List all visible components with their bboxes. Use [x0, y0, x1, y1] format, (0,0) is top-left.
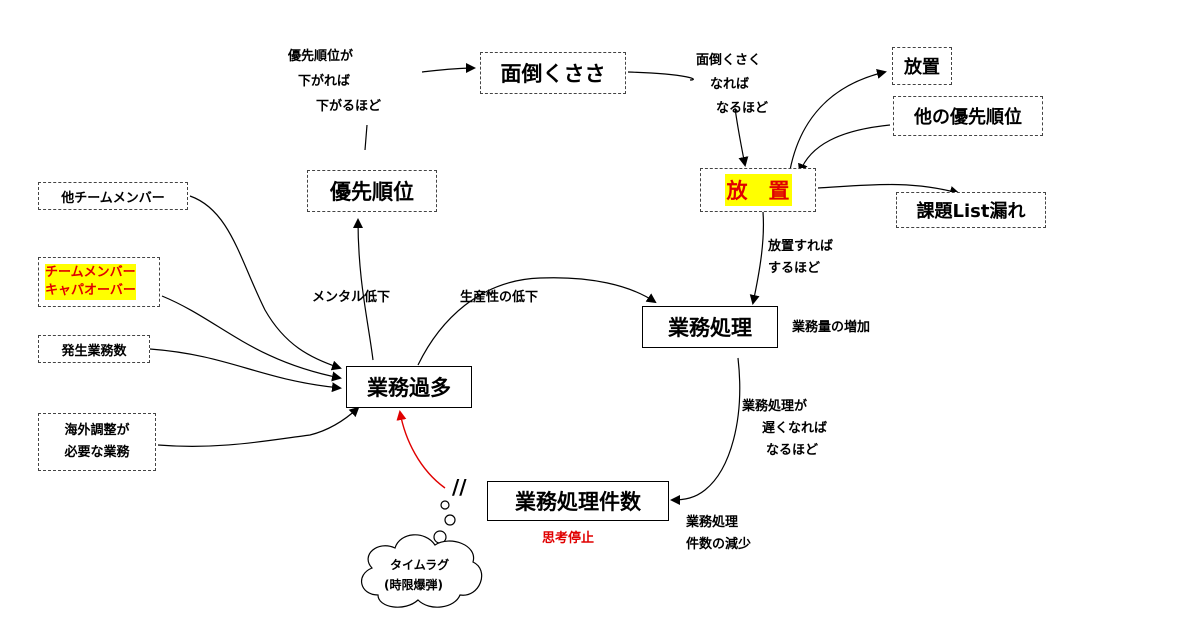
node-mendou: 面倒くささ	[480, 52, 626, 94]
arrow-mendou-to-houchi	[627, 71, 694, 81]
label-timelag-1: タイムラグ	[390, 558, 450, 572]
label-priority-down-1: 優先順位が	[288, 49, 354, 64]
kaigai-line-2: 必要な業務	[64, 445, 130, 460]
node-kaigai: 海外調整が 必要な業務	[38, 413, 156, 471]
capacity-line-2: キャパオーバー	[45, 282, 136, 300]
label-mendou-more-2: なれば	[710, 77, 750, 92]
node-other-team: 他チームメンバー	[38, 182, 188, 210]
capacity-line-1: チームメンバー	[45, 264, 136, 282]
arrow-productivity-to-shori	[417, 277, 657, 366]
arrow-priority-to-mendou	[421, 63, 476, 74]
arrow-houchi-to-shori	[749, 211, 764, 305]
label-houchi-more-2: するほど	[768, 261, 821, 276]
arrow-other-priority-to-houchi	[798, 124, 891, 174]
node-houchi-top: 放置	[892, 47, 952, 85]
label-volume-increase: 業務量の増加	[792, 320, 871, 335]
slash-mark: //	[452, 475, 467, 499]
label-decrease-2: 件数の減少	[686, 537, 752, 552]
label-thinking-stop: 思考停止	[542, 531, 595, 546]
label-mendou-more-1: 面倒くさく	[696, 53, 762, 68]
node-hassei: 発生業務数	[38, 335, 150, 363]
node-yuusen: 優先順位	[307, 170, 437, 212]
arrow-capacity-to-overload	[161, 295, 342, 382]
arrow-houchi-to-top	[789, 68, 887, 171]
arrow-hassei-to-overload	[149, 348, 342, 393]
label-productivity-down: 生産性の低下	[460, 290, 539, 305]
label-slow-1: 業務処理が	[742, 399, 808, 414]
kaigai-line-1: 海外調整が	[64, 423, 130, 438]
arrow-kaigai-to-overload	[157, 406, 360, 447]
label-timelag-2: (時限爆弾)	[384, 578, 443, 592]
thought-cloud	[361, 500, 483, 608]
label-slow-2: 遅くなれば	[762, 421, 828, 436]
houchi-main-highlight: 放 置	[724, 174, 792, 206]
label-mendou-more-3: なるほど	[716, 101, 769, 116]
node-capacity-over: チームメンバー キャパオーバー	[38, 257, 160, 307]
node-houchi-main: 放 置	[700, 168, 816, 212]
label-slow-3: なるほど	[766, 443, 819, 458]
label-houchi-more-1: 放置すれば	[768, 239, 834, 254]
line-yuusen-to-label	[364, 124, 368, 151]
node-shori-kensu: 業務処理件数	[487, 481, 669, 521]
node-gyoumu-shori: 業務処理	[642, 306, 778, 348]
label-decrease-1: 業務処理	[686, 515, 739, 530]
arrow-shori-to-kensu	[670, 357, 741, 505]
node-kadai-list: 課題List漏れ	[896, 192, 1046, 228]
arrow-label-to-houchi	[734, 107, 749, 167]
arrow-overload-to-yuusen	[353, 218, 374, 361]
arrow-timelag-to-overload	[396, 410, 446, 489]
node-gyoumu-kata: 業務過多	[346, 366, 472, 408]
label-priority-down-3: 下がるほど	[316, 99, 382, 114]
label-priority-down-2: 下がれば	[298, 74, 351, 89]
arrow-other-team-to-overload	[189, 195, 342, 371]
label-mental-down: メンタル低下	[312, 290, 391, 305]
node-other-priority: 他の優先順位	[893, 96, 1043, 136]
arrow-houchi-to-kadai	[817, 183, 960, 196]
